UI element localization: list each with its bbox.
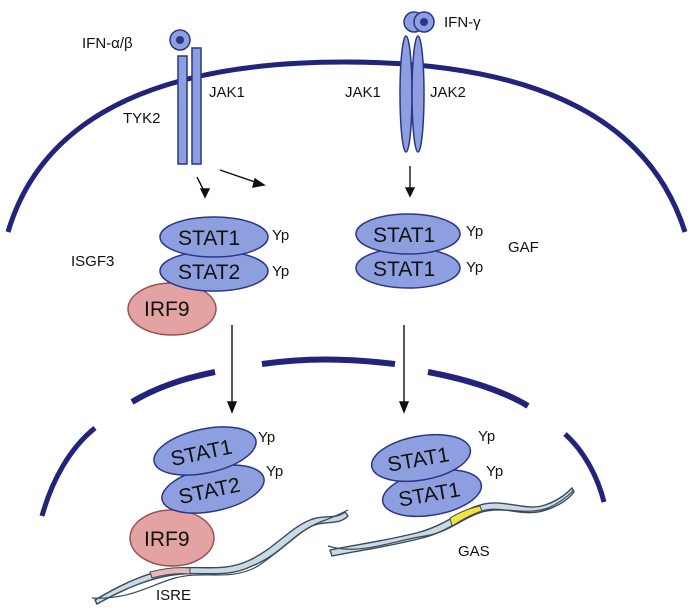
- stat1-cytoplasm-right-lower-label: STAT1: [373, 258, 435, 281]
- isre-highlight: [149, 567, 191, 579]
- tyk2-receptor-chain: [177, 55, 188, 165]
- irf9-cytoplasm-label: IRF9: [144, 298, 190, 321]
- gas-dna: [327, 486, 575, 557]
- stat1-cytoplasm-right-upper-label: STAT1: [373, 224, 435, 247]
- irf9-nucleus-label: IRF9: [144, 528, 190, 551]
- isre-dna-strand: [94, 511, 349, 605]
- jak1-right-label: JAK1: [345, 84, 381, 101]
- stat1-cytoplasm-left-label: STAT1: [178, 227, 240, 250]
- stat1-cytoplasm-right-upper: [355, 213, 461, 255]
- stat1-nucleus-right-upper: [370, 433, 472, 483]
- isgf3-complex-cytoplasm: IRF9 STAT2 STAT1 Yp Yp: [127, 216, 289, 336]
- yp-stat1-nucleus-left: Yp: [258, 429, 275, 446]
- stat1-cytoplasm-left: [159, 216, 269, 258]
- nuclear-envelope-right-lower: [563, 432, 607, 503]
- yp-gaf-nucleus-lower: Yp: [486, 463, 503, 480]
- ifn-ab-label: IFN-α/β: [82, 35, 133, 52]
- yp-stat1-cytoplasm-left: Yp: [272, 227, 289, 244]
- yp-gaf-lower: Yp: [466, 259, 483, 276]
- ifn-ab-ligand-core: [176, 36, 184, 44]
- jak2-label: JAK2: [430, 84, 466, 101]
- jak2-receptor-chain: [411, 35, 425, 153]
- stat1-nucleus-left: [153, 426, 257, 476]
- nuclear-envelope-top: [261, 356, 396, 367]
- gas-dna-backbone: [327, 489, 575, 550]
- nuclear-envelope-right-outer: [427, 369, 530, 409]
- isre-dna: [91, 509, 349, 605]
- ifn-g-label: IFN-γ: [444, 14, 481, 31]
- gaf-label: GAF: [508, 239, 539, 256]
- tyk2-label: TYK2: [123, 110, 161, 127]
- yp-gaf-nucleus-upper: Yp: [478, 428, 495, 445]
- ifn-g-ligand-core: [420, 18, 428, 26]
- jak1-right-receptor-chain: [399, 35, 413, 153]
- gaf-complex-cytoplasm: STAT1 STAT1 Yp Yp: [355, 213, 483, 289]
- isre-dna-backbone: [91, 509, 349, 599]
- gas-highlight: [449, 505, 483, 527]
- gas-label: GAS: [458, 543, 490, 560]
- isgf3-label: ISGF3: [71, 253, 114, 270]
- gaf-complex-nucleus: STAT1 STAT1 Yp Yp: [370, 428, 503, 518]
- activation-arrows: [196, 166, 416, 414]
- cell-membrane: [5, 59, 688, 233]
- jak1-receptor-chain: [191, 47, 202, 165]
- yp-stat2-cytoplasm: Yp: [272, 263, 289, 280]
- yp-stat2-nucleus: Yp: [266, 463, 283, 480]
- nuclear-envelope-left-outer: [130, 369, 216, 405]
- isre-label: ISRE: [156, 587, 191, 604]
- yp-gaf-upper: Yp: [466, 223, 483, 240]
- isgf3-complex-nucleus: IRF9 STAT2 STAT1 Yp Yp: [129, 426, 283, 567]
- stat2-cytoplasm-label: STAT2: [178, 261, 240, 284]
- nuclear-envelope-left-lower: [39, 426, 97, 517]
- jak1-left-label: JAK1: [209, 84, 245, 101]
